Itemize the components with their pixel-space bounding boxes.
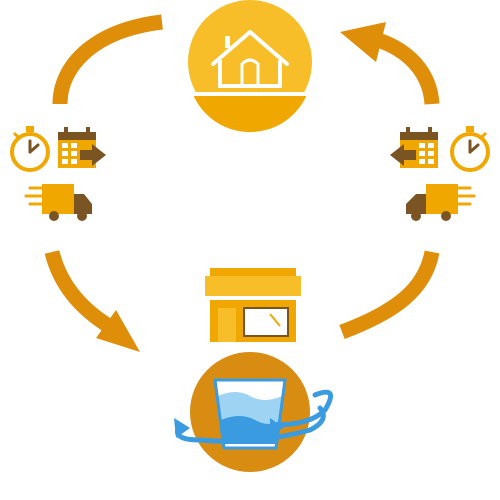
left-delivery-truck-icon (24, 184, 92, 221)
left-stopwatch-icon (10, 126, 50, 172)
left-cycle-arrow (44, 14, 163, 352)
right-calendar-arrow-left-icon (390, 127, 438, 168)
left-calendar-arrow-right-icon (58, 127, 106, 168)
storefront-icon (205, 268, 301, 342)
house-icon (188, 0, 312, 133)
washing-tub-icon (174, 352, 334, 472)
right-cycle-arrow (339, 22, 440, 340)
right-delivery-truck-icon (406, 184, 476, 221)
right-stopwatch-icon (450, 126, 490, 172)
